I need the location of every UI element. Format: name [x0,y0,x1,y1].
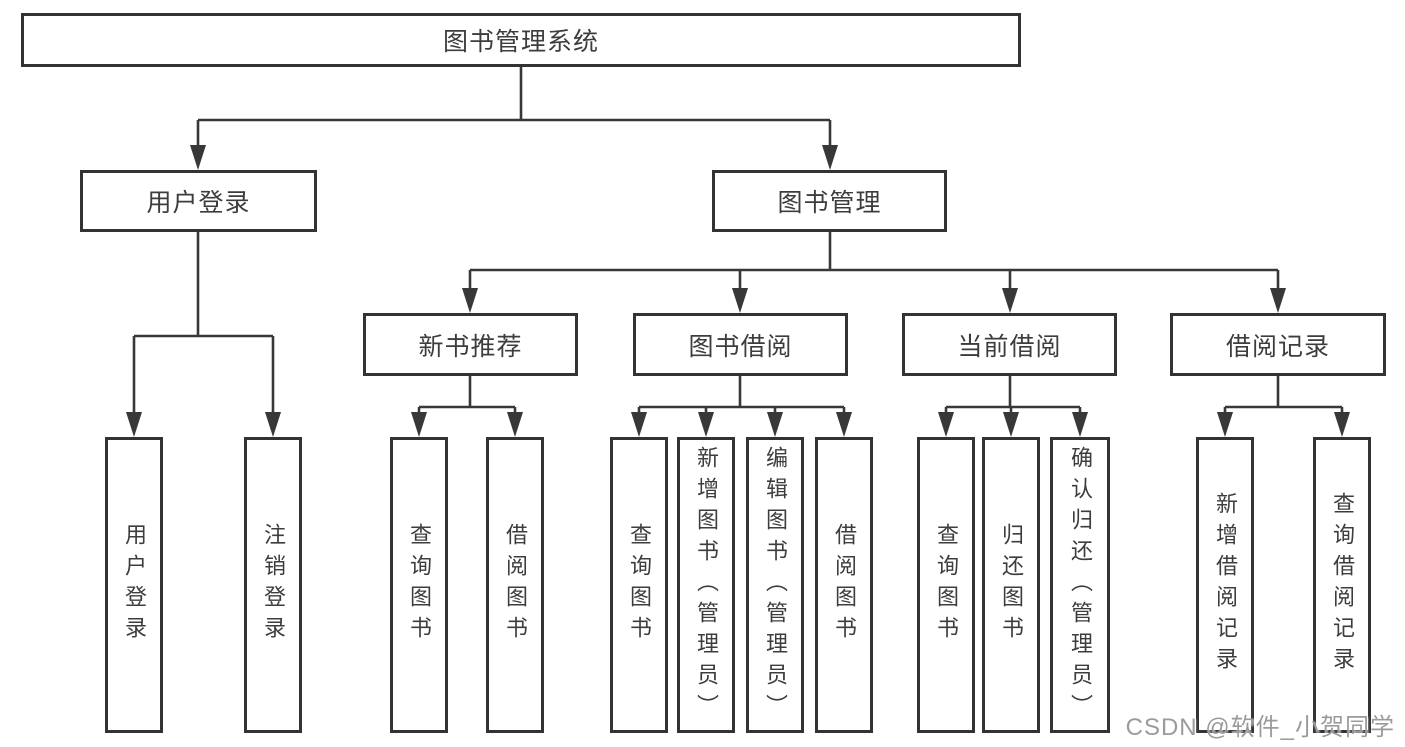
leaf-confirm-return-admin-label: 确认归还（管理员） [1068,445,1093,725]
leaf-query-borrow-record-label: 查询借阅记录 [1330,492,1355,678]
connector-current-branch [938,376,1088,437]
csdn-watermark: CSDN @软件_小贺同学 [1125,714,1395,741]
connector-newbook-branch [411,376,523,437]
leaf-borrow-book-2-label: 借阅图书 [832,523,857,647]
leaf-confirm-return-admin: 确认归还（管理员） [1050,437,1110,733]
leaf-logout-label: 注销登录 [261,523,286,647]
leaf-add-book-admin: 新增图书（管理员） [677,437,735,733]
leaf-query-borrow-record: 查询借阅记录 [1313,437,1371,733]
node-new-book-recommend: 新书推荐 [363,313,578,376]
node-user-login-label: 用户登录 [146,189,251,217]
leaf-return-book-label: 归还图书 [999,523,1024,647]
node-book-borrow-label: 图书借阅 [688,332,793,361]
leaf-edit-book-admin: 编辑图书（管理员） [746,437,804,733]
leaf-logout: 注销登录 [244,437,302,733]
node-current-borrow: 当前借阅 [902,313,1117,376]
leaf-borrow-book-1-label: 借阅图书 [503,523,528,647]
connector-borrow-branch [631,376,852,437]
leaf-query-book-2-label: 查询图书 [627,523,652,647]
node-book-mgmt: 图书管理 [712,170,947,232]
leaf-add-borrow-record-label: 新增借阅记录 [1213,492,1238,678]
node-user-login: 用户登录 [80,170,317,232]
node-book-borrow: 图书借阅 [633,313,848,376]
node-borrow-record-label: 借阅记录 [1225,332,1330,361]
leaf-query-book-2: 查询图书 [610,437,668,733]
connector-record-branch [1217,376,1350,437]
leaf-query-book-3-label: 查询图书 [934,523,959,647]
node-current-borrow-label: 当前借阅 [957,332,1062,361]
leaf-query-book-1-label: 查询图书 [407,523,432,647]
leaf-query-book-1: 查询图书 [390,437,448,733]
leaf-user-login: 用户登录 [105,437,163,733]
node-new-book-recommend-label: 新书推荐 [418,332,523,361]
connector-root [190,67,838,170]
leaf-borrow-book-1: 借阅图书 [486,437,544,733]
node-root-system: 图书管理系统 [21,13,1021,67]
leaf-borrow-book-2: 借阅图书 [815,437,873,733]
connector-login-branch [126,232,281,437]
leaf-user-login-label: 用户登录 [122,523,147,647]
node-root-label: 图书管理系统 [442,28,599,56]
node-borrow-record: 借阅记录 [1170,313,1386,376]
leaf-query-book-3: 查询图书 [917,437,975,733]
leaf-return-book: 归还图书 [982,437,1040,733]
connector-mgmt-branch [462,232,1286,313]
leaf-add-borrow-record: 新增借阅记录 [1196,437,1254,733]
node-book-mgmt-label: 图书管理 [777,189,882,217]
leaf-add-book-admin-label: 新增图书（管理员） [694,445,719,725]
leaf-edit-book-admin-label: 编辑图书（管理员） [763,445,788,725]
